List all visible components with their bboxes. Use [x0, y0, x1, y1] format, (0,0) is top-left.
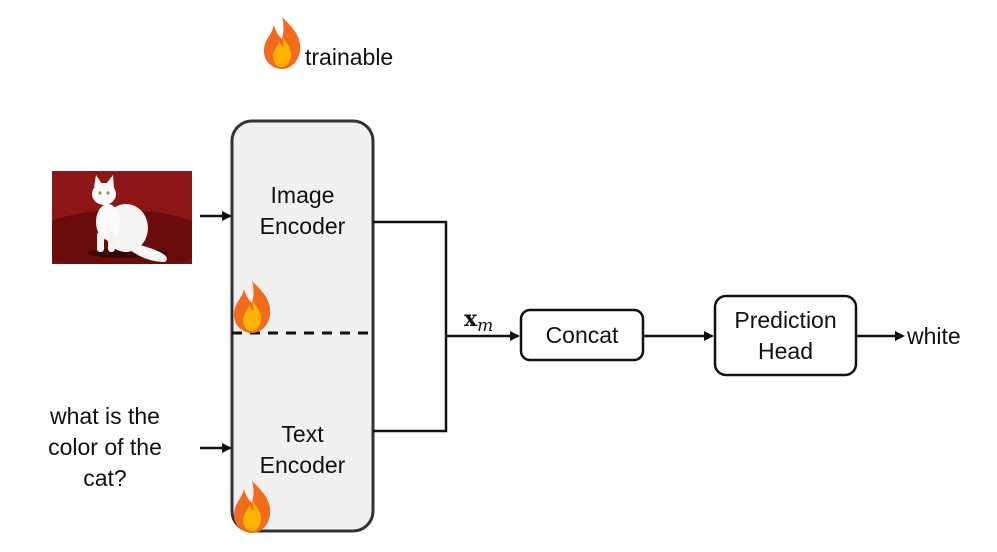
text-encoder-label-line-1: Text — [281, 421, 324, 447]
cat-image — [52, 171, 192, 264]
encoder-block — [230, 119, 375, 533]
legend-label: trainable — [305, 44, 394, 70]
features-subscript: m — [477, 316, 494, 336]
text-encoder-label-line-2: Encoder — [259, 452, 346, 478]
image-encoder-label-line-1: Image — [270, 182, 335, 208]
features-symbol: x — [464, 306, 478, 332]
output-label: white — [907, 323, 961, 349]
image-encoder-output-line — [373, 220, 448, 336]
question-line-1: what is the — [50, 403, 160, 429]
text-encoder-output-line — [373, 336, 448, 433]
prediction-head-label-line-2: Head — [758, 338, 813, 364]
question-line-2: color of the — [48, 434, 162, 460]
concat-label: Concat — [545, 322, 619, 348]
prediction-head-label-line-1: Prediction — [734, 307, 837, 333]
legend-fire-icon — [264, 17, 301, 69]
features-label: xm — [464, 306, 493, 336]
image-encoder-label-line-2: Encoder — [259, 213, 346, 239]
question-line-3: cat? — [83, 465, 127, 491]
